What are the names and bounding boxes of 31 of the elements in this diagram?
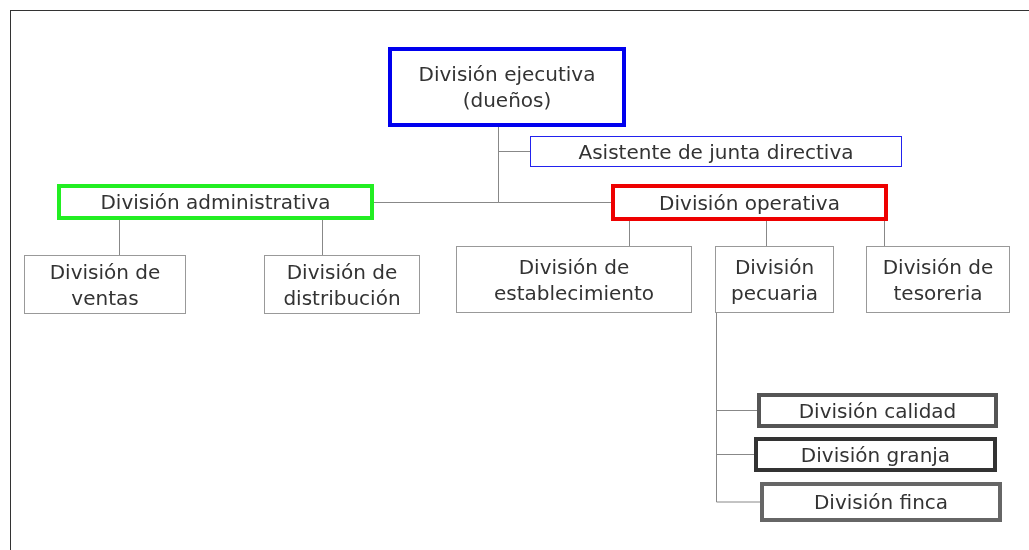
node-box [757,393,998,428]
connector-line [322,219,323,256]
connector-line [716,312,761,503]
node-label: División de distribución [282,258,402,311]
node-label: División pecuaria [730,253,819,306]
node-box [530,136,902,167]
node-box [866,246,1010,313]
node-label: División ejecutiva (dueños) [417,61,597,113]
node-label: División de tesoreria [881,253,995,306]
connector-line [498,126,612,203]
node-box [264,255,420,314]
node-box [760,482,1002,522]
connector-line [884,220,885,247]
connector-line [629,220,630,247]
node-box [611,184,888,221]
node-box [388,47,626,127]
node-label: División calidad [797,397,958,424]
node-label: División administrativa [99,189,332,215]
node-box [754,437,997,472]
node-box [57,184,374,220]
node-label: División de establecimiento [493,253,655,306]
node-label: División granja [799,441,952,468]
connector-line [766,220,767,247]
node-box [24,255,186,314]
node-label: División finca [812,489,950,515]
connector-line [119,219,120,256]
node-box [715,246,834,313]
node-label: Asistente de junta directiva [577,138,855,165]
node-box [456,246,692,313]
node-label: División de ventas [48,258,162,311]
node-label: División operativa [658,189,841,216]
